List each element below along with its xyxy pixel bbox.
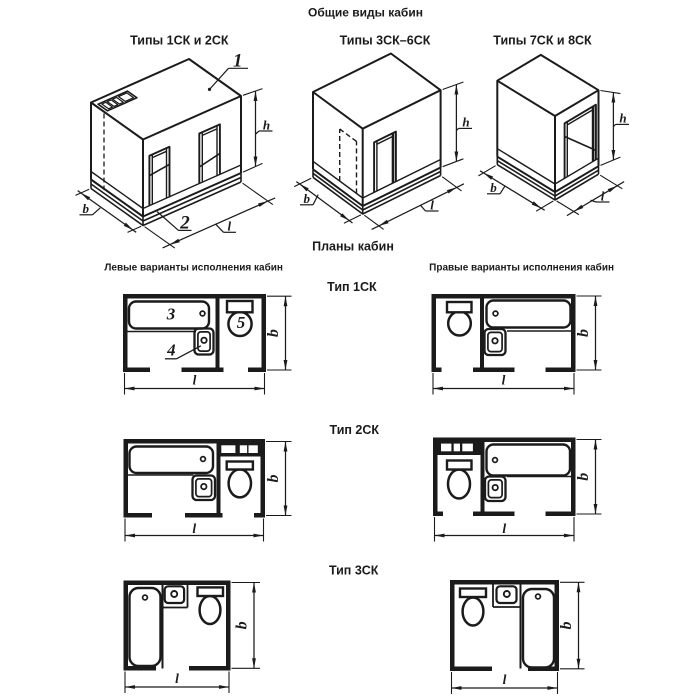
svg-text:Типы 1СК и 2СК: Типы 1СК и 2СК (130, 34, 229, 48)
svg-text:b: b (82, 201, 89, 216)
svg-text:l: l (430, 198, 434, 213)
svg-text:h: h (263, 117, 270, 132)
svg-text:b: b (558, 622, 575, 630)
svg-text:b: b (265, 475, 282, 483)
svg-text:b: b (490, 180, 497, 195)
svg-text:h: h (462, 115, 469, 130)
svg-text:b: b (575, 329, 592, 337)
svg-text:b: b (575, 473, 592, 481)
svg-text:Правые варианты исполнения каб: Правые варианты исполнения кабин (429, 262, 614, 274)
svg-text:l: l (227, 219, 231, 234)
svg-text:b: b (304, 191, 311, 206)
svg-text:Тип 1СК: Тип 1СК (327, 280, 377, 294)
svg-text:l: l (193, 373, 197, 388)
svg-text:Левые варианты исполнения каби: Левые варианты исполнения кабин (104, 262, 283, 274)
svg-text:1: 1 (233, 50, 243, 71)
svg-text:l: l (502, 373, 506, 388)
svg-text:3: 3 (166, 304, 176, 323)
svg-text:l: l (503, 672, 507, 687)
svg-text:Типы 3СК–6СК: Типы 3СК–6СК (340, 34, 431, 48)
svg-text:2: 2 (179, 213, 190, 234)
svg-text:Типы 7СК и 8СК: Типы 7СК и 8СК (493, 34, 592, 48)
svg-text:5: 5 (237, 313, 246, 332)
svg-text:Тип 3СК: Тип 3СК (329, 564, 379, 578)
svg-text:b: b (234, 621, 251, 629)
svg-text:l: l (502, 521, 506, 536)
svg-text:Планы кабин: Планы кабин (312, 240, 394, 254)
svg-text:h: h (619, 111, 626, 126)
svg-text:4: 4 (166, 340, 176, 359)
svg-text:Тип 2СК: Тип 2СК (330, 423, 380, 437)
svg-text:l: l (601, 188, 605, 203)
svg-text:l: l (192, 521, 196, 536)
svg-text:l: l (175, 671, 179, 686)
svg-text:b: b (265, 329, 282, 337)
svg-text:Общие виды кабин: Общие виды кабин (308, 6, 423, 20)
